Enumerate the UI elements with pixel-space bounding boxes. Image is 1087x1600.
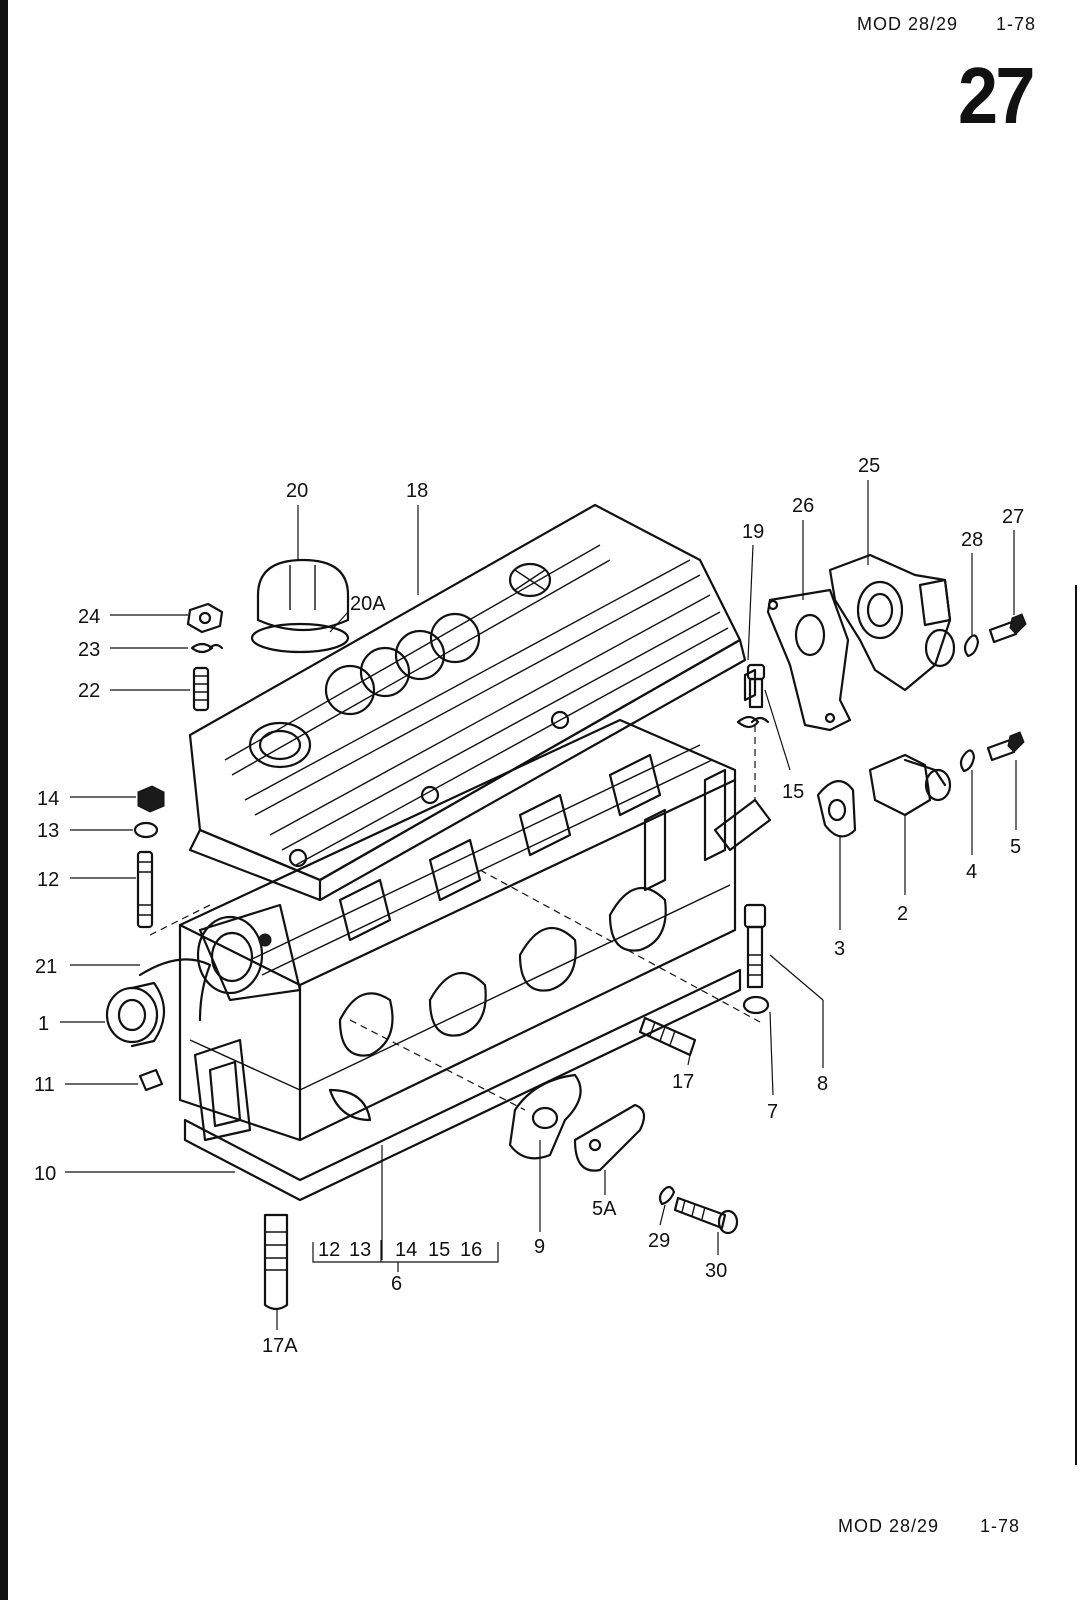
callout-30: 30 xyxy=(705,1260,727,1282)
right-margin-rule xyxy=(1075,585,1077,1465)
page-number: 27 xyxy=(958,51,1035,140)
callout-25: 25 xyxy=(858,455,880,477)
oil-seal-1 xyxy=(105,981,165,1048)
bolt-15 xyxy=(746,663,766,709)
group6-item: 16 xyxy=(460,1239,482,1261)
stud-22 xyxy=(192,666,210,712)
stud-12 xyxy=(136,850,154,929)
callout-1: 1 xyxy=(38,1013,49,1035)
gasket-3 xyxy=(816,780,857,838)
dashed-alignment-lines xyxy=(149,725,761,1111)
callout-14: 14 xyxy=(37,788,59,810)
callout-5A: 5A xyxy=(592,1198,617,1220)
washer-23 xyxy=(190,642,224,654)
valve-cover xyxy=(188,503,747,902)
mounting-plate-26 xyxy=(766,588,852,732)
callout-6: 6 xyxy=(391,1273,402,1295)
callout-21: 21 xyxy=(35,956,57,978)
footer-date: 1-78 xyxy=(980,1516,1021,1536)
group6-item: 14 xyxy=(395,1239,417,1261)
callout-12: 12 xyxy=(37,869,59,891)
callout-29: 29 xyxy=(648,1230,670,1252)
seal-strip-21 xyxy=(138,958,212,1022)
header-date: 1-78 xyxy=(996,14,1037,34)
callout-24: 24 xyxy=(78,606,100,628)
callout-17A: 17A xyxy=(262,1335,298,1357)
filler-cap-gasket xyxy=(250,622,350,654)
callout-15: 15 xyxy=(782,781,804,803)
washer-7 xyxy=(742,995,770,1015)
callout-10: 10 xyxy=(34,1163,56,1185)
clip-4 xyxy=(959,749,976,773)
callout-28: 28 xyxy=(961,529,983,551)
callout-labels: 1 2 3 4 5 5A 6 7 8 9 10 11 12 13 14 15 1… xyxy=(34,455,1024,1357)
callout-7: 7 xyxy=(767,1101,778,1123)
callout-4: 4 xyxy=(966,861,977,883)
thermostat-housing-2 xyxy=(868,753,952,817)
bracket-piece xyxy=(713,798,772,852)
callout-18: 18 xyxy=(406,480,428,502)
valve-guide-17A xyxy=(263,1213,289,1311)
group6-item: 15 xyxy=(428,1239,450,1261)
callout-5: 5 xyxy=(1010,836,1021,858)
group6-item: 12 xyxy=(318,1239,340,1261)
callout-3: 3 xyxy=(834,938,845,960)
washer-link xyxy=(736,715,770,729)
leader-lines xyxy=(60,480,1017,1330)
bolt-8 xyxy=(743,903,767,989)
footer-model: MOD 28/29 xyxy=(838,1516,940,1536)
header-model: MOD 28/29 xyxy=(857,14,959,34)
callout-19: 19 xyxy=(742,521,764,543)
lock-washer-29 xyxy=(658,1185,676,1206)
left-margin-rule xyxy=(0,0,8,1600)
callout-27: 27 xyxy=(1002,506,1024,528)
callout-20: 20 xyxy=(286,480,308,502)
callout-17: 17 xyxy=(672,1071,694,1093)
callout-11: 11 xyxy=(34,1074,55,1096)
bolt-30 xyxy=(673,1196,739,1235)
cylinder-head xyxy=(178,718,737,1142)
callout-26: 26 xyxy=(792,495,814,517)
bolt-5 xyxy=(986,731,1025,762)
callout-9: 9 xyxy=(534,1236,545,1258)
pin-19 xyxy=(743,668,757,702)
bolt-27 xyxy=(988,613,1027,644)
dowel-11 xyxy=(138,1068,164,1092)
callout-22: 22 xyxy=(78,680,100,702)
washer-13 xyxy=(133,821,159,839)
nut-24 xyxy=(186,602,224,634)
head-gasket xyxy=(183,968,742,1202)
camshaft-front-housing xyxy=(196,903,302,1002)
flange-gasket-9 xyxy=(508,1073,582,1160)
clip-28 xyxy=(963,634,980,658)
distributor-housing-25 xyxy=(828,553,956,692)
callout-2: 2 xyxy=(897,903,908,925)
cover-plate-5A xyxy=(573,1103,646,1172)
callout-13: 13 xyxy=(37,820,59,842)
group6-item: 13 xyxy=(349,1239,371,1261)
callout-23: 23 xyxy=(78,639,100,661)
nut-14 xyxy=(137,785,165,813)
oil-filler-cap xyxy=(256,558,350,632)
callout-8: 8 xyxy=(817,1073,828,1095)
callout-20A: 20A xyxy=(350,593,386,615)
